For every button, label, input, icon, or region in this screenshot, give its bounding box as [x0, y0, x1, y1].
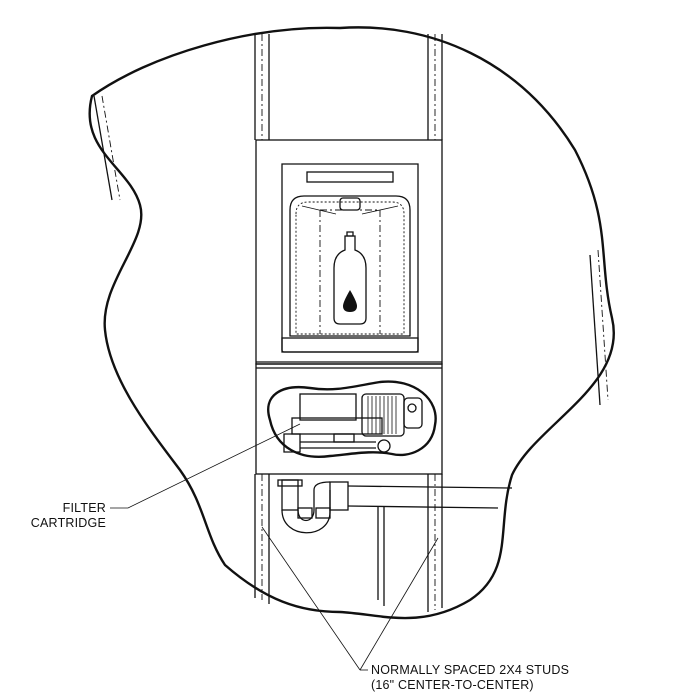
filter-callout-line2: CARTRIDGE: [31, 516, 106, 530]
bottle-filler-unit: [281, 163, 419, 353]
filter-callout-line1: FILTER: [63, 501, 106, 515]
studs-leader-left: [261, 526, 361, 671]
lower-housing-frame: [255, 363, 443, 475]
filter-compartment-cutaway: [267, 380, 437, 458]
upper-housing-frame: [255, 139, 443, 365]
left-stud: [254, 34, 270, 604]
wall-cutaway-outline: [88, 26, 615, 620]
studs-callout-line1: NORMALLY SPACED 2X4 STUDS: [371, 663, 569, 677]
display-panel: [306, 171, 394, 183]
far-right-stud: [589, 249, 609, 406]
filter-ribs: [367, 396, 397, 434]
nozzle: [339, 197, 361, 211]
water-drop-icon: [343, 290, 357, 312]
filter-leader-line: [110, 423, 301, 509]
drain-plumbing: [277, 479, 513, 606]
bottle-icon: [333, 235, 367, 325]
filter-cartridge: [299, 393, 357, 421]
studs-leader-right: [359, 537, 439, 671]
far-left-stud: [93, 95, 121, 201]
right-stud: [427, 34, 443, 612]
studs-callout-line2: (16" CENTER-TO-CENTER): [371, 678, 534, 692]
